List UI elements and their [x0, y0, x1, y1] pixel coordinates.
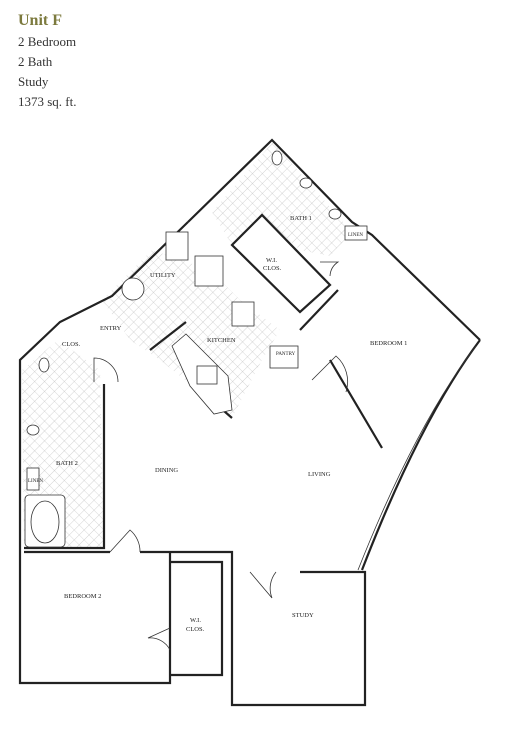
door-bedroom2	[109, 529, 141, 553]
window-living-curve	[357, 345, 477, 571]
square-footage: 1373 sq. ft.	[18, 94, 77, 109]
wic2-wall	[170, 560, 224, 677]
bathtub-basin	[30, 500, 60, 544]
linen2-box	[26, 467, 40, 491]
label-linen2: LINEN	[28, 479, 43, 484]
dryer	[165, 231, 189, 261]
label-wic1-line1: W.I.	[266, 257, 277, 264]
pantry-box	[269, 345, 299, 369]
label-bath2: BATH 2	[56, 460, 78, 467]
label-study: STUDY	[292, 612, 314, 619]
toilet-bath1	[271, 150, 283, 166]
bedroom2-top-wall	[24, 550, 234, 572]
label-bedroom1: BEDROOM 1	[370, 340, 407, 347]
label-bath1: BATH 1	[290, 215, 312, 222]
door-wic1	[320, 261, 340, 277]
label-bedroom2: BEDROOM 2	[64, 593, 101, 600]
label-utility: UTILITY	[150, 272, 176, 279]
study-outer-wall	[230, 570, 367, 707]
sink-bath1-a	[299, 177, 313, 189]
label-living: LIVING	[308, 471, 331, 478]
label-pantry: PANTRY	[276, 352, 296, 357]
door-study	[249, 571, 277, 599]
label-wic1-line2: CLOS.	[263, 265, 282, 272]
label-entry: ENTRY	[100, 325, 122, 332]
extra-room: Study	[18, 74, 49, 89]
label-kitchen: KITCHEN	[207, 337, 236, 344]
bedroom2-outer-wall	[18, 552, 172, 685]
refrigerator	[194, 255, 224, 287]
door-entry	[93, 357, 119, 383]
unit-title: Unit F	[18, 12, 62, 29]
toilet-bath2	[38, 357, 50, 373]
range	[231, 301, 255, 327]
kitchen-sink	[196, 365, 218, 385]
washer	[121, 277, 145, 301]
tile-kitchen-entry	[102, 250, 280, 418]
label-dining: DINING	[155, 467, 178, 474]
tile-bath1	[212, 142, 352, 256]
bath-count: 2 Bath	[18, 54, 53, 69]
label-clos: CLOS.	[62, 341, 81, 348]
label-wic2-line1: W.I.	[190, 617, 201, 624]
door-bedroom1	[311, 355, 348, 393]
bath2-wall	[24, 384, 106, 550]
exterior-wall-north	[187, 138, 481, 341]
exterior-wall-west	[18, 221, 189, 552]
linen1-box	[344, 225, 368, 241]
bedroom-count: 2 Bedroom	[18, 34, 77, 49]
sink-bath2	[26, 424, 40, 436]
exterior-wall-east-curve	[360, 339, 481, 571]
door-wic2	[147, 627, 171, 651]
bedroom1-wall	[299, 289, 383, 449]
label-wic2-line2: CLOS.	[186, 626, 205, 633]
wic1-wall	[230, 213, 332, 314]
unit-info: Unit F 2 Bedroom 2 Bath Study 1373 sq. f…	[18, 10, 77, 112]
sink-bath1-b	[328, 208, 342, 220]
label-linen1: LINEN	[348, 233, 363, 238]
